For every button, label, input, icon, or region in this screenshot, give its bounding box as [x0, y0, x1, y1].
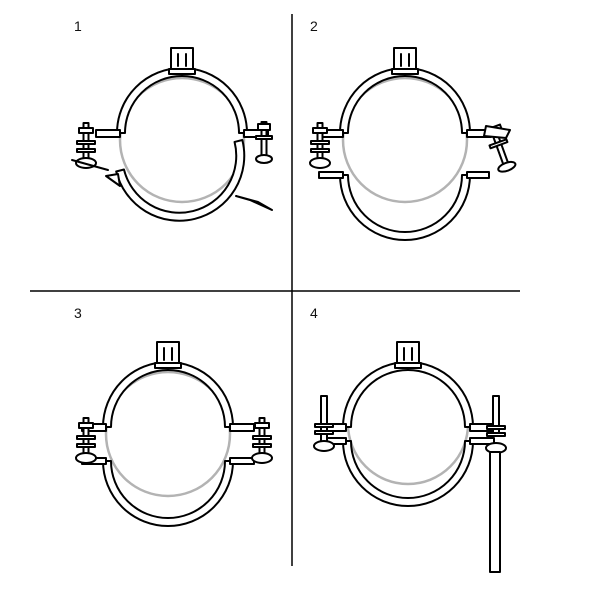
pipe-2 — [341, 76, 469, 204]
step-number-3: 3 — [74, 305, 82, 321]
pipe-1 — [118, 76, 246, 204]
step-number-4: 4 — [310, 305, 318, 321]
step-number-1: 1 — [74, 18, 82, 34]
step-1-illustration — [71, 47, 273, 222]
pipe-3 — [104, 370, 232, 498]
threaded-rod — [489, 451, 501, 573]
step-3-illustration — [75, 341, 273, 527]
step-4-illustration — [313, 341, 507, 573]
step-2-illustration — [309, 47, 517, 241]
step-number-2: 2 — [310, 18, 318, 34]
